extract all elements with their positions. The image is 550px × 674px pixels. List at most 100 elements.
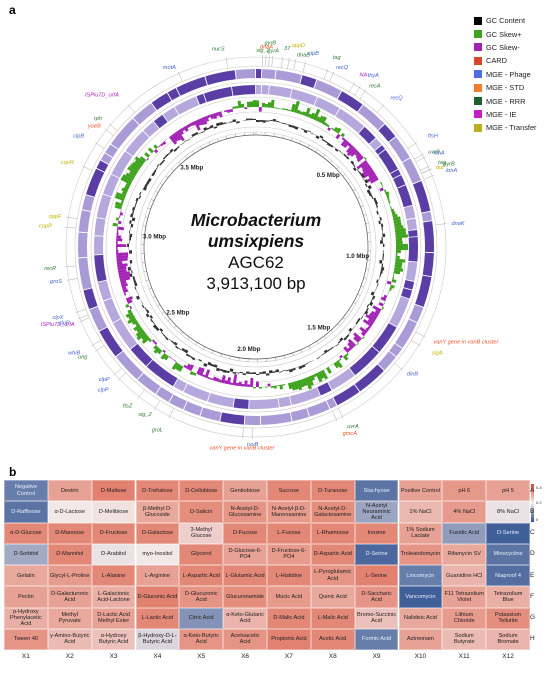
gc-skew-bar: [163, 354, 170, 361]
cds-reverse-block: [372, 323, 397, 352]
gc-content-bar: [337, 340, 341, 344]
gc-content-bar: [348, 159, 351, 163]
gc-content-bar: [145, 313, 150, 318]
cds-reverse-block: [375, 145, 386, 155]
scale-tick: [142, 225, 146, 227]
scale-high-label: 0.4: [536, 485, 542, 490]
gc-content-bar: [364, 179, 369, 184]
gc-content-bar: [348, 331, 351, 335]
cds-forward-block: [151, 92, 172, 111]
gc-content-bar: [184, 349, 189, 354]
gc-skew-bar: [121, 191, 127, 196]
gc-skew-bar: [362, 169, 375, 179]
gene-leader-line: [287, 57, 290, 69]
organism-name: Microbacterium umsixpiens: [190, 210, 322, 251]
gc-skew-bar: [215, 377, 220, 382]
gene-leader-line: [79, 317, 90, 323]
gc-content-bar: [374, 289, 376, 293]
gc-skew-bar: [343, 141, 350, 149]
scale-tick: [342, 173, 345, 177]
cds-forward-block: [105, 144, 118, 158]
gene-leader-line: [415, 156, 426, 163]
gc-skew-bar: [144, 152, 151, 158]
gc-skew-bar: [307, 376, 314, 386]
gc-content-bar: [135, 201, 138, 205]
plate-well: Troleandomycin: [398, 543, 443, 565]
gc-skew-bar: [302, 378, 308, 387]
gc-content-bar: [146, 309, 150, 314]
gene-label: recQ: [390, 96, 403, 102]
gc-skew-bar: [189, 371, 194, 376]
gc-content-bar: [175, 345, 179, 349]
gc-skew-bar: [151, 339, 156, 343]
gc-skew-bar: [333, 126, 339, 133]
gc-skew-bar: [304, 377, 312, 390]
plate-column-label: X11: [458, 653, 470, 660]
gc-content-bar: [198, 358, 202, 362]
scale-tick: [299, 141, 302, 144]
gene-leader-line: [421, 168, 432, 174]
gc-content-bar: [298, 127, 302, 129]
cds-reverse-block: [94, 254, 107, 282]
gc-skew-bar: [125, 182, 131, 188]
cds-forward-block: [307, 400, 330, 417]
gc-skew-bar: [116, 257, 128, 262]
cds-forward-block: [133, 103, 157, 125]
gc-skew-bar: [360, 331, 366, 337]
gc-skew-bar: [287, 109, 292, 112]
gc-content-bar: [127, 266, 132, 271]
gc-skew-bar: [290, 103, 296, 113]
gc-skew-bar: [244, 380, 248, 387]
gc-skew-bar: [340, 132, 346, 138]
scale-tick: [363, 214, 367, 216]
gc-content-bar: [189, 136, 193, 139]
plate-well: α-D-Lactose: [47, 501, 92, 523]
gc-skew-bar: [207, 376, 211, 380]
gene-label: oppF: [49, 214, 62, 220]
legend-item: MGE - Phage: [474, 68, 550, 81]
gene-leader-line: [242, 427, 244, 439]
gc-content-bar: [222, 122, 227, 125]
gene-label: gyrB: [443, 162, 455, 168]
gc-content-bar: [382, 243, 385, 247]
gene-leader-line: [113, 367, 122, 376]
gc-skew-bar: [267, 383, 271, 387]
gene-leader-line: [104, 128, 114, 136]
plate-column-label: X10: [414, 653, 427, 660]
track-ring: [65, 56, 447, 438]
gc-skew-bar: [221, 375, 226, 384]
legend-label: GC Content: [486, 16, 526, 26]
legend-swatch: [474, 123, 482, 132]
gc-skew-bar: [312, 373, 317, 378]
gc-skew-bar: [326, 366, 332, 374]
gc-content-bar: [333, 345, 336, 348]
cds-forward-block: [261, 69, 276, 80]
gc-content-bar: [159, 162, 163, 166]
plate-well: D-Arabitol: [91, 543, 136, 565]
gc-skew-bar: [252, 100, 256, 108]
plate-well: D-Turanose: [310, 480, 355, 502]
gc-skew-bar: [116, 229, 119, 233]
gc-skew-bar: [114, 194, 125, 201]
gc-skew-bar: [186, 363, 192, 370]
gc-skew-bar: [392, 276, 395, 280]
gc-content-bar: [232, 371, 237, 374]
cds-reverse-block: [405, 261, 418, 282]
gc-content-bar: [364, 183, 368, 188]
gene-label: gyrB: [265, 40, 277, 46]
track-ring: [74, 65, 438, 429]
gc-content-bar: [173, 148, 178, 152]
gene-label: whiB: [68, 351, 80, 357]
gc-skew-bar: [378, 179, 381, 183]
gc-content-bar: [219, 368, 224, 372]
plate-well: α-Hydroxy Butyric Acid: [91, 628, 136, 650]
gc-content-bar: [185, 353, 190, 357]
plate-well: Stachyose: [354, 480, 399, 502]
gc-skew-bar: [293, 381, 299, 390]
gc-content-bar: [144, 183, 148, 188]
plate-well: α-D-Glucose: [4, 522, 48, 544]
gene-label: sigA: [432, 351, 443, 357]
gc-content-bar: [169, 148, 174, 153]
gene-label: copR: [61, 160, 74, 166]
cds-reverse-block: [146, 359, 178, 387]
